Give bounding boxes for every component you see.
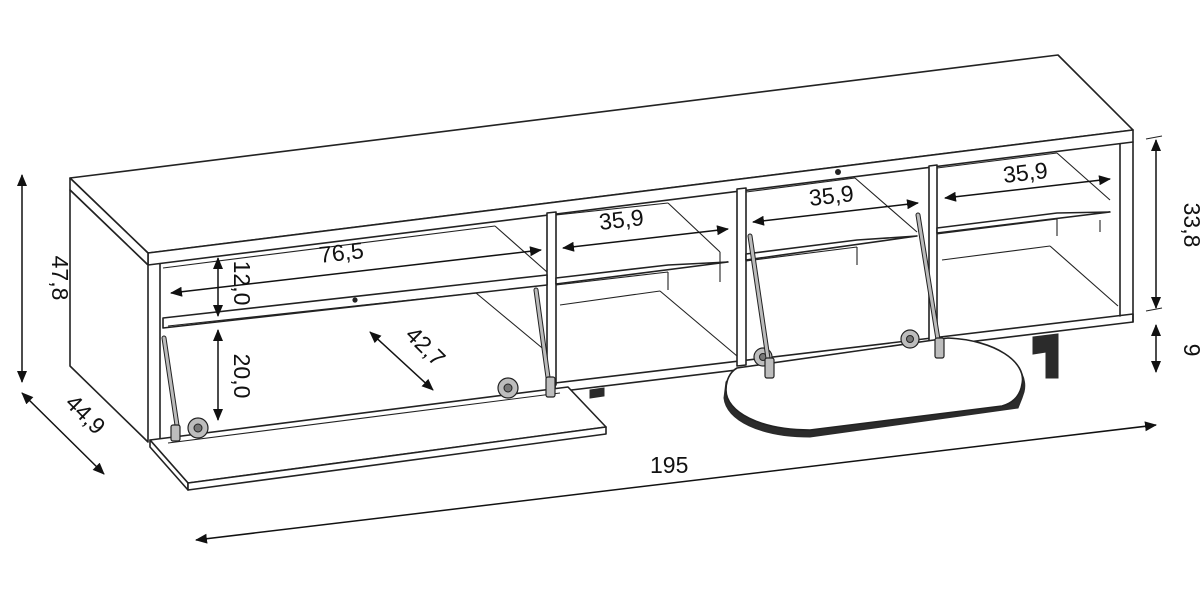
label-left-compartment-width: 76,5 bbox=[318, 237, 365, 268]
dim-line-compartment-2-width bbox=[562, 225, 729, 252]
label-left-lower-height: 20,0 bbox=[229, 354, 255, 399]
label-compartment-4-width: 35,9 bbox=[1002, 157, 1049, 188]
label-flap-depth: 42,7 bbox=[401, 321, 451, 371]
label-leg-height: 9 bbox=[1179, 344, 1200, 357]
label-compartment-2-width: 35,9 bbox=[598, 204, 645, 235]
compartment-4-shelf bbox=[936, 211, 1111, 234]
left-side-panel bbox=[69, 189, 149, 443]
label-left-upper-height: 12,0 bbox=[229, 261, 255, 306]
label-right-inner-height: 33,8 bbox=[1179, 203, 1200, 248]
leg-right bbox=[1032, 333, 1059, 379]
dim-line-left-compartment-width bbox=[170, 246, 542, 297]
right-drop-flap bbox=[723, 212, 1026, 438]
dimension-lines bbox=[17, 135, 1163, 544]
dim-line-flap-depth bbox=[369, 331, 434, 391]
label-compartment-3-width: 35,9 bbox=[808, 180, 855, 211]
label-total-width: 195 bbox=[650, 452, 688, 478]
dim-line-depth bbox=[21, 392, 105, 475]
compartment-3-shelf bbox=[745, 235, 918, 261]
dim-line-compartment-4-width bbox=[944, 175, 1111, 202]
compartment-2-shelf bbox=[555, 261, 729, 285]
dim-line-compartment-3-width bbox=[752, 199, 919, 226]
label-total-height: 47,8 bbox=[47, 256, 73, 301]
divider-1 bbox=[546, 211, 557, 387]
divider-2 bbox=[736, 187, 747, 367]
leg-left bbox=[589, 387, 605, 399]
dim-line-total-width bbox=[195, 421, 1157, 544]
